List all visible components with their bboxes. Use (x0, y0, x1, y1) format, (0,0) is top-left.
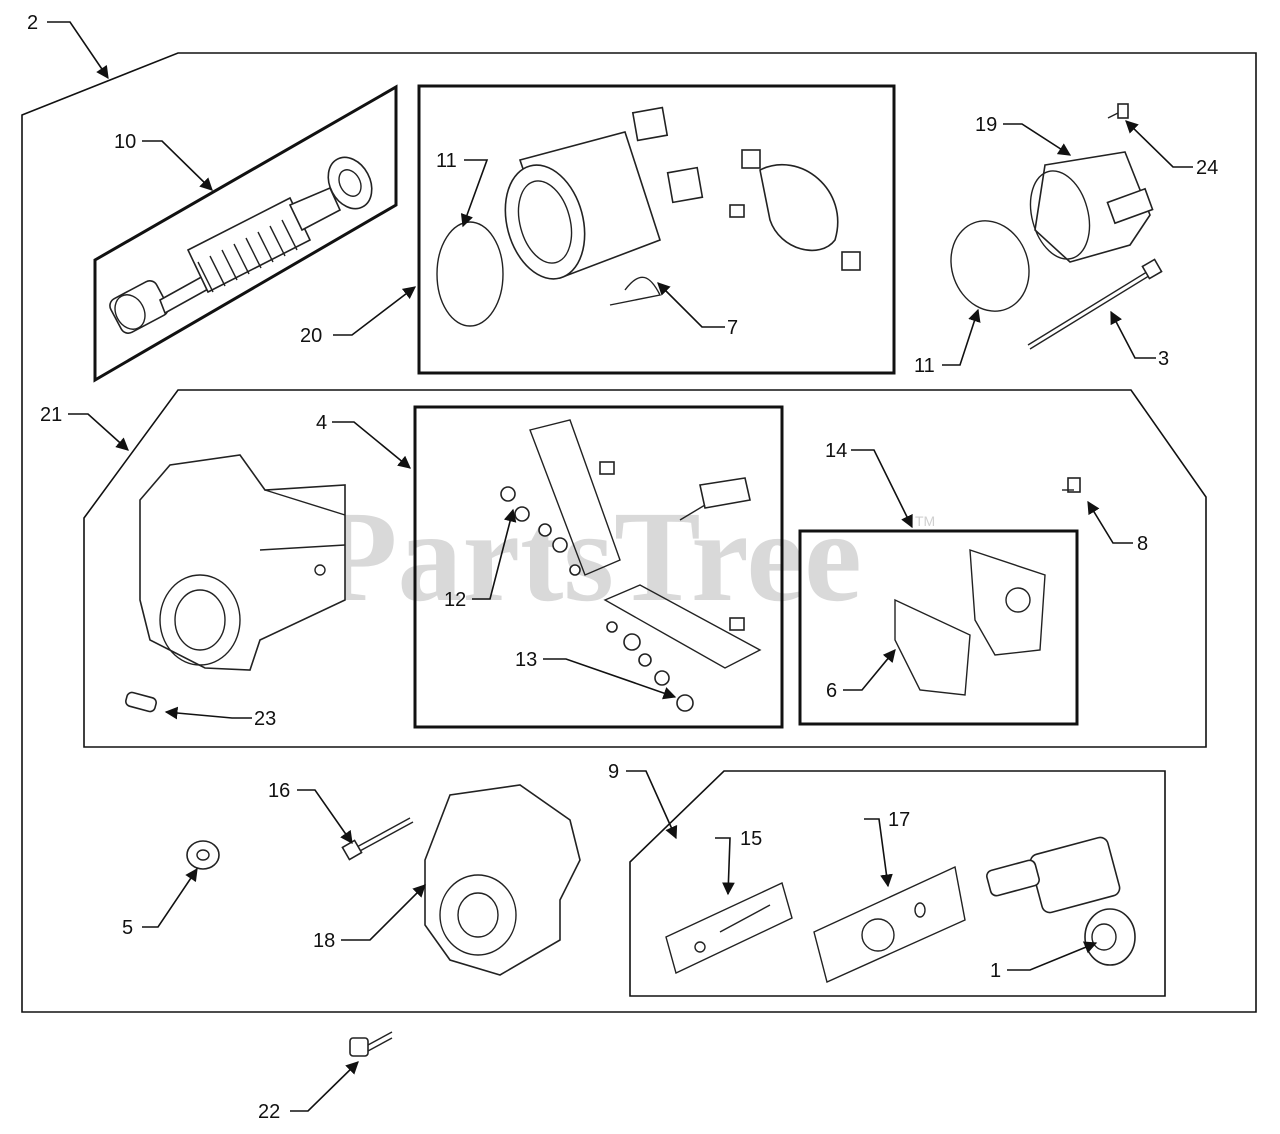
callout-5: 5 (122, 917, 133, 939)
housing-part (139, 454, 346, 671)
drive-group-outline (629, 770, 1166, 997)
callout-9: 9 (608, 761, 619, 783)
callout-22: 22 (258, 1101, 280, 1123)
assembly-outline (21, 52, 1257, 1013)
callout-16: 16 (268, 780, 290, 802)
through-bolt-part (1027, 258, 1163, 350)
drive-parts (665, 836, 1136, 983)
callout-18: 18 (313, 930, 335, 952)
collar-5-part (186, 840, 220, 870)
brush-holder-parts (500, 419, 762, 712)
callout-14: 14 (825, 440, 847, 462)
callout-leaders (47, 21, 1193, 1112)
callout-17: 17 (888, 809, 910, 831)
callout-11-top: 11 (436, 150, 457, 172)
callout-3: 3 (1158, 348, 1169, 370)
o-ring-part (950, 220, 1030, 312)
callout-7: 7 (727, 317, 738, 339)
yoke-box (417, 84, 896, 375)
callout-1: 1 (990, 960, 1001, 982)
armature-box (93, 84, 398, 383)
callout-2: 2 (27, 12, 38, 34)
watermark-text: PartsTree (318, 485, 862, 629)
gasket-parts (894, 549, 1046, 696)
pin-23-part (125, 691, 157, 713)
screw-24-part (1107, 103, 1129, 119)
callout-21: 21 (40, 404, 62, 426)
callout-24: 24 (1196, 157, 1218, 179)
yoke-part (436, 106, 861, 327)
screw-22-part (349, 1031, 393, 1057)
callout-12: 12 (444, 589, 466, 611)
rear-cover-part (1029, 151, 1154, 263)
callout-11-right: 11 (914, 355, 935, 377)
housing-group-outline (83, 389, 1207, 748)
screw-8-part (1062, 477, 1081, 493)
callout-23: 23 (254, 708, 276, 730)
callout-4: 4 (316, 412, 327, 434)
callout-19: 19 (975, 114, 997, 136)
front-housing-part (424, 784, 581, 976)
callout-8: 8 (1137, 533, 1148, 555)
armature-part (109, 156, 373, 334)
bolt-16-part (341, 817, 414, 861)
callout-6: 6 (826, 680, 837, 702)
watermark-trademark: TM (915, 513, 935, 529)
gasket-box (798, 529, 1079, 726)
callout-20: 20 (300, 325, 322, 347)
brush-holder-box (413, 405, 784, 729)
callout-15: 15 (740, 828, 762, 850)
callout-13: 13 (515, 649, 537, 671)
callout-10: 10 (114, 131, 136, 153)
